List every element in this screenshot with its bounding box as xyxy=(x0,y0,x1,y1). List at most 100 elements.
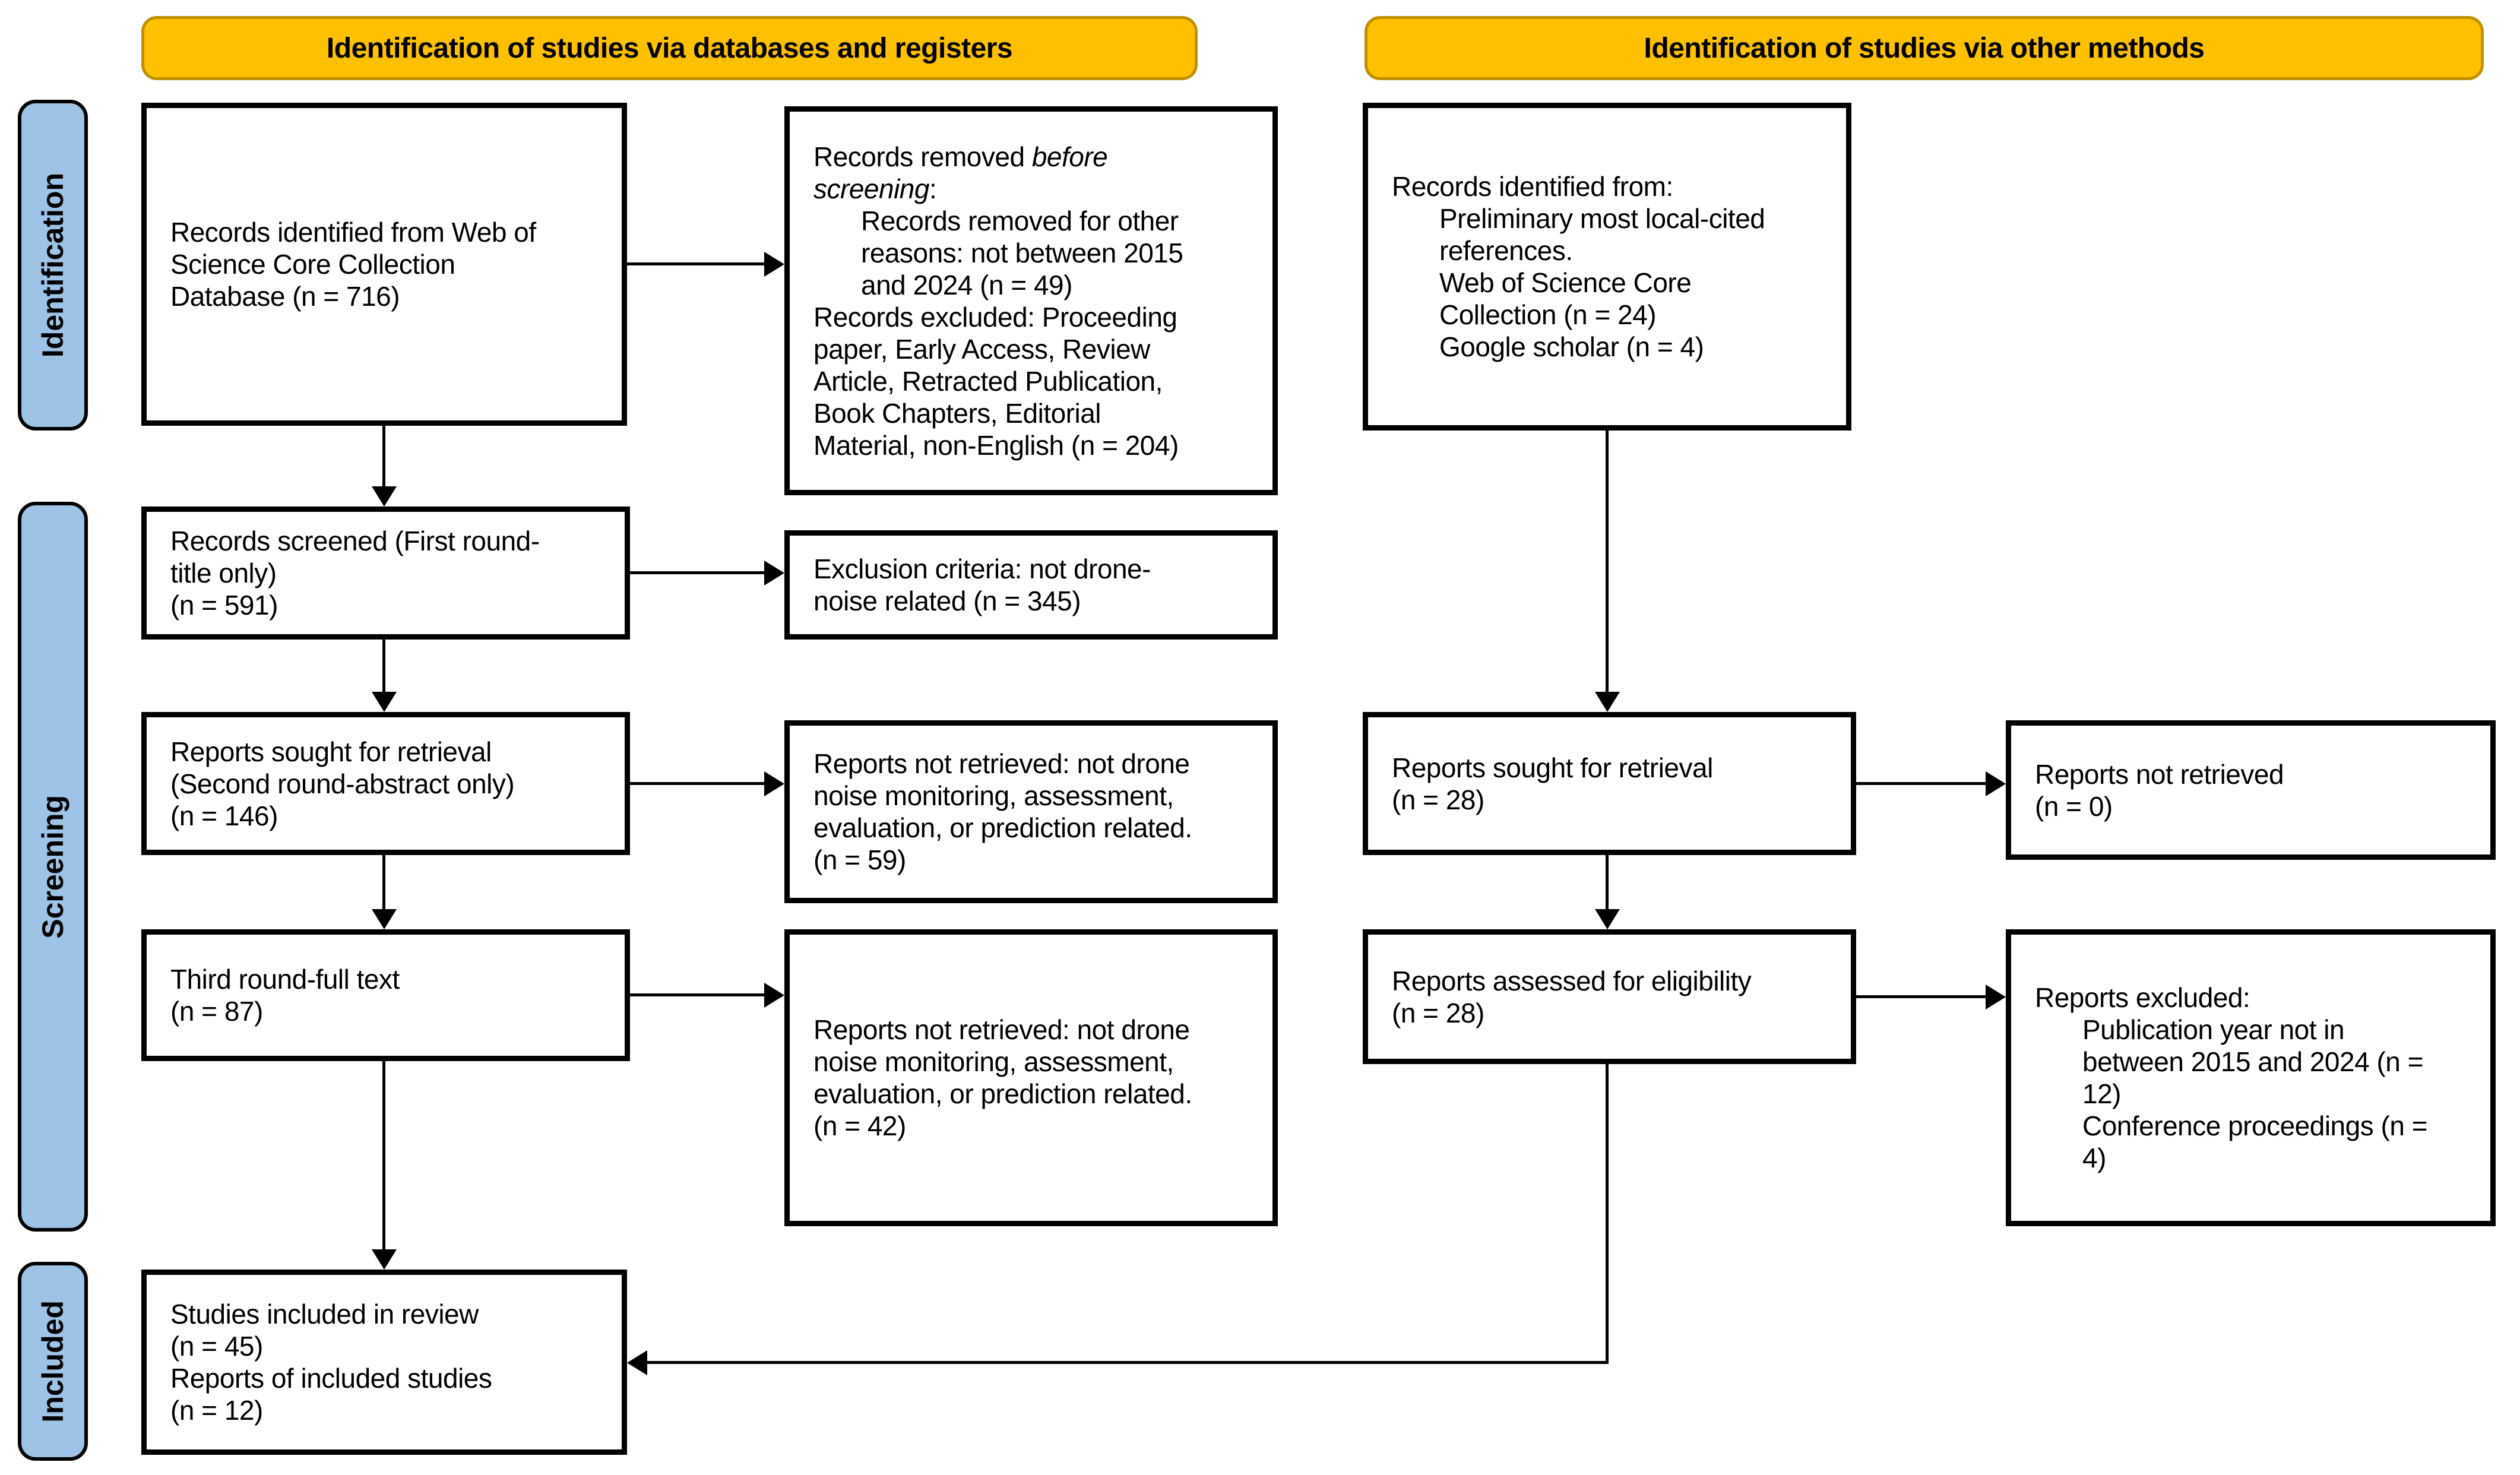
text-line: Collection (n = 24) xyxy=(1439,299,1657,330)
arrow-sought-to-notretrieved59-head xyxy=(764,771,784,796)
text-line: Records excluded: Proceeding xyxy=(813,301,1177,333)
box-reports-excluded: Reports excluded: Publication year not i… xyxy=(2006,929,2496,1226)
text-line: (n = 28) xyxy=(1392,997,1484,1028)
text-line: (n = 59) xyxy=(813,844,906,875)
text-line: (n = 12) xyxy=(170,1395,263,1426)
box-reports-not-retrieved-42: Reports not retrieved: not drone noise m… xyxy=(784,929,1278,1226)
box-records-screened: Records screened (First round- title onl… xyxy=(141,507,630,640)
text-line: title only) xyxy=(170,558,277,588)
text-line: Reports assessed for eligibility xyxy=(1392,965,1752,996)
text-line: Preliminary most local-cited xyxy=(1439,203,1765,234)
sidebar-included-label: Included xyxy=(36,1300,69,1423)
arrow-db-identified-to-screened-head xyxy=(372,486,397,507)
arrow-db-identified-to-screened-line xyxy=(382,426,385,486)
text-line: Web of Science Core xyxy=(1439,267,1692,298)
sidebar-screening: Screening xyxy=(18,502,88,1232)
text-line: paper, Early Access, Review xyxy=(813,333,1150,365)
text-line: (n = 146) xyxy=(170,800,278,831)
text-line: Exclusion criteria: not drone- xyxy=(813,553,1151,584)
arrow-thirdround-to-notretrieved42-head xyxy=(764,983,784,1008)
sidebar-included: Included xyxy=(18,1262,88,1461)
arrow-other-sought-to-assessed-line xyxy=(1606,855,1609,909)
arrow-assessed-to-included-vline xyxy=(1606,1064,1609,1364)
box-reports-not-retrieved-0: Reports not retrieved (n = 0) xyxy=(2006,720,2496,860)
arrow-third-round-to-included-head xyxy=(372,1249,397,1270)
arrow-othersought-to-notretrieved0-head xyxy=(1986,771,2006,796)
text-line: (n = 0) xyxy=(2035,790,2113,822)
text-line: Google scholar (n = 4) xyxy=(1439,331,1704,362)
sidebar-identification: Identification xyxy=(18,100,88,431)
text-line: Database (n = 716) xyxy=(170,281,400,312)
text-line: (n = 87) xyxy=(170,996,263,1027)
text-line: Reports not retrieved xyxy=(2035,758,2284,790)
text-line: Publication year not in xyxy=(2082,1014,2345,1045)
text-line: (Second round-abstract only) xyxy=(170,768,515,799)
text-line: Reports not retrieved: not drone xyxy=(813,1014,1190,1045)
box-exclusion-criteria: Exclusion criteria: not drone- noise rel… xyxy=(784,530,1278,640)
banner-databases-registers: Identification of studies via databases … xyxy=(141,16,1198,80)
arrow-screened-to-sought-line xyxy=(382,640,385,692)
box-reports-assessed-eligibility: Reports assessed for eligibility (n = 28… xyxy=(1363,929,1856,1064)
arrow-third-round-to-included-line xyxy=(382,1061,385,1249)
arrow-screened-to-exclusion-head xyxy=(764,561,784,585)
arrow-identified-to-removed-line xyxy=(627,262,764,265)
text-line: Material, non-English (n = 204) xyxy=(813,429,1179,461)
arrow-other-identified-to-sought-head xyxy=(1595,692,1620,712)
text-line: Records identified from Web of xyxy=(170,217,536,248)
arrow-othersought-to-notretrieved0-line xyxy=(1856,782,1986,785)
text-line: Reports sought for retrieval xyxy=(170,736,492,767)
arrow-screened-to-exclusion-line xyxy=(630,571,764,574)
text-line: (n = 42) xyxy=(813,1110,906,1141)
text-line: Article, Retracted Publication, xyxy=(813,365,1163,397)
arrow-sought-to-third-round-head xyxy=(372,909,397,929)
text-line: references. xyxy=(1439,235,1573,266)
text-line: noise monitoring, assessment, xyxy=(813,780,1174,811)
text-line: Conference proceedings (n = xyxy=(2082,1110,2428,1141)
arrow-assessed-to-included-head xyxy=(627,1350,647,1375)
text-line: Science Core Collection xyxy=(170,249,455,280)
box-records-identified-db: Records identified from Web of Science C… xyxy=(141,103,627,426)
box-records-identified-other: Records identified from: Preliminary mos… xyxy=(1363,103,1851,431)
italic-screening: screening xyxy=(813,173,929,204)
text-line: and 2024 (n = 49) xyxy=(861,269,1072,300)
arrow-thirdround-to-notretrieved42-line xyxy=(630,993,764,996)
italic-before: before xyxy=(1031,141,1108,172)
text-line: reasons: not between 2015 xyxy=(861,237,1183,268)
box-third-round-full-text: Third round-full text (n = 87) xyxy=(141,929,630,1061)
text-line: evaluation, or prediction related. xyxy=(813,812,1192,843)
banner-other-methods: Identification of studies via other meth… xyxy=(1365,16,2484,80)
text-line: between 2015 and 2024 (n = xyxy=(2082,1046,2424,1077)
arrow-sought-to-third-round-line xyxy=(382,855,385,909)
sidebar-screening-label: Screening xyxy=(36,795,69,939)
banner-databases-label: Identification of studies via databases … xyxy=(326,32,1013,64)
text-line: 12) xyxy=(2082,1078,2121,1109)
arrow-assessed-to-excluded-head xyxy=(1986,985,2006,1009)
text-line: Records removed for other xyxy=(861,205,1179,236)
text-line: Studies included in review xyxy=(170,1299,479,1330)
arrow-identified-to-removed-head xyxy=(764,252,784,277)
text-line: (n = 28) xyxy=(1392,784,1484,815)
arrow-screened-to-sought-head xyxy=(372,692,397,712)
box-records-removed-before-screening: Records removed before screening: Record… xyxy=(784,106,1278,495)
box-studies-included: Studies included in review (n = 45) Repo… xyxy=(141,1270,627,1455)
box-reports-sought-db: Reports sought for retrieval (Second rou… xyxy=(141,712,630,855)
text-line: Reports sought for retrieval xyxy=(1392,752,1713,783)
text-line: Book Chapters, Editorial xyxy=(813,397,1101,429)
text-line: Reports excluded: xyxy=(2035,982,2250,1013)
box-reports-not-retrieved-59: Reports not retrieved: not drone noise m… xyxy=(784,720,1278,903)
text-line: 4) xyxy=(2082,1142,2106,1173)
text-line: screening: xyxy=(813,173,937,204)
arrow-other-identified-to-sought-line xyxy=(1606,431,1609,692)
text-line: Reports of included studies xyxy=(170,1363,492,1394)
text-line: (n = 591) xyxy=(170,590,278,621)
text-line: noise monitoring, assessment, xyxy=(813,1046,1174,1077)
text-line: noise related (n = 345) xyxy=(813,585,1081,616)
arrow-other-sought-to-assessed-head xyxy=(1595,909,1620,929)
box-reports-sought-other: Reports sought for retrieval (n = 28) xyxy=(1363,712,1856,855)
text-line: (n = 45) xyxy=(170,1331,263,1362)
text-line: Third round-full text xyxy=(170,964,400,995)
text-line: Records removed before xyxy=(813,141,1108,172)
banner-other-methods-label: Identification of studies via other meth… xyxy=(1644,32,2205,64)
arrow-assessed-to-included-hline xyxy=(647,1361,1609,1364)
